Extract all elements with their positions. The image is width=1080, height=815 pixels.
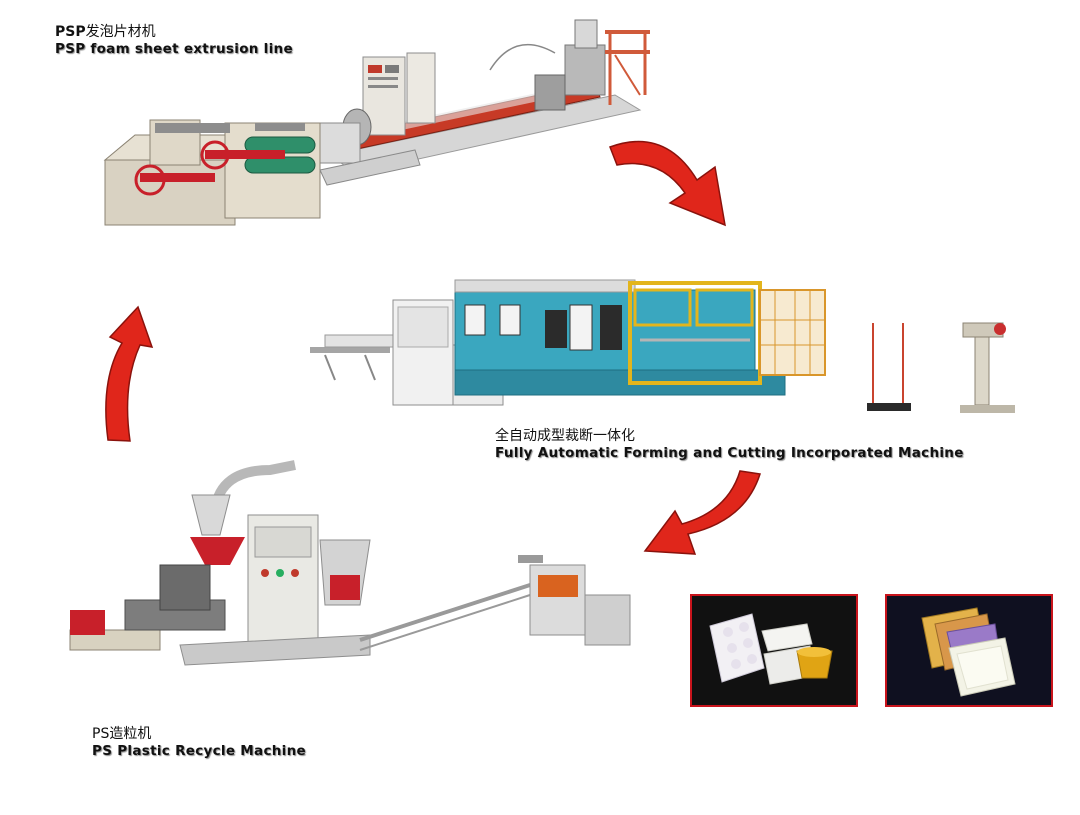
recycle-title-en: PS Plastic Recycle Machine [92, 743, 306, 759]
extrusion-label: PSP发泡片材机 PSP foam sheet extrusion line [55, 24, 293, 58]
extrusion-line-image [95, 15, 660, 250]
recycle-machine-image [60, 455, 640, 690]
product-photo-trays [885, 594, 1053, 707]
product-photo-containers [690, 594, 858, 707]
arrow-to-extrusion-icon [100, 305, 155, 445]
arrow-to-recycle-icon [640, 466, 765, 561]
recycle-label: PS造粒机 PS Plastic Recycle Machine [92, 726, 306, 760]
arrow-to-forming-icon [605, 125, 730, 230]
forming-label: 全自动成型裁断一体化 Fully Automatic Forming and C… [495, 428, 964, 462]
extrusion-title-cn: PSP发泡片材机 [55, 24, 156, 40]
forming-title-cn: 全自动成型裁断一体化 [495, 428, 635, 444]
forming-machine-image [305, 265, 1025, 425]
recycle-title-cn: PS造粒机 [92, 726, 152, 742]
extrusion-title-en: PSP foam sheet extrusion line [55, 41, 293, 57]
forming-title-en: Fully Automatic Forming and Cutting Inco… [495, 445, 964, 461]
